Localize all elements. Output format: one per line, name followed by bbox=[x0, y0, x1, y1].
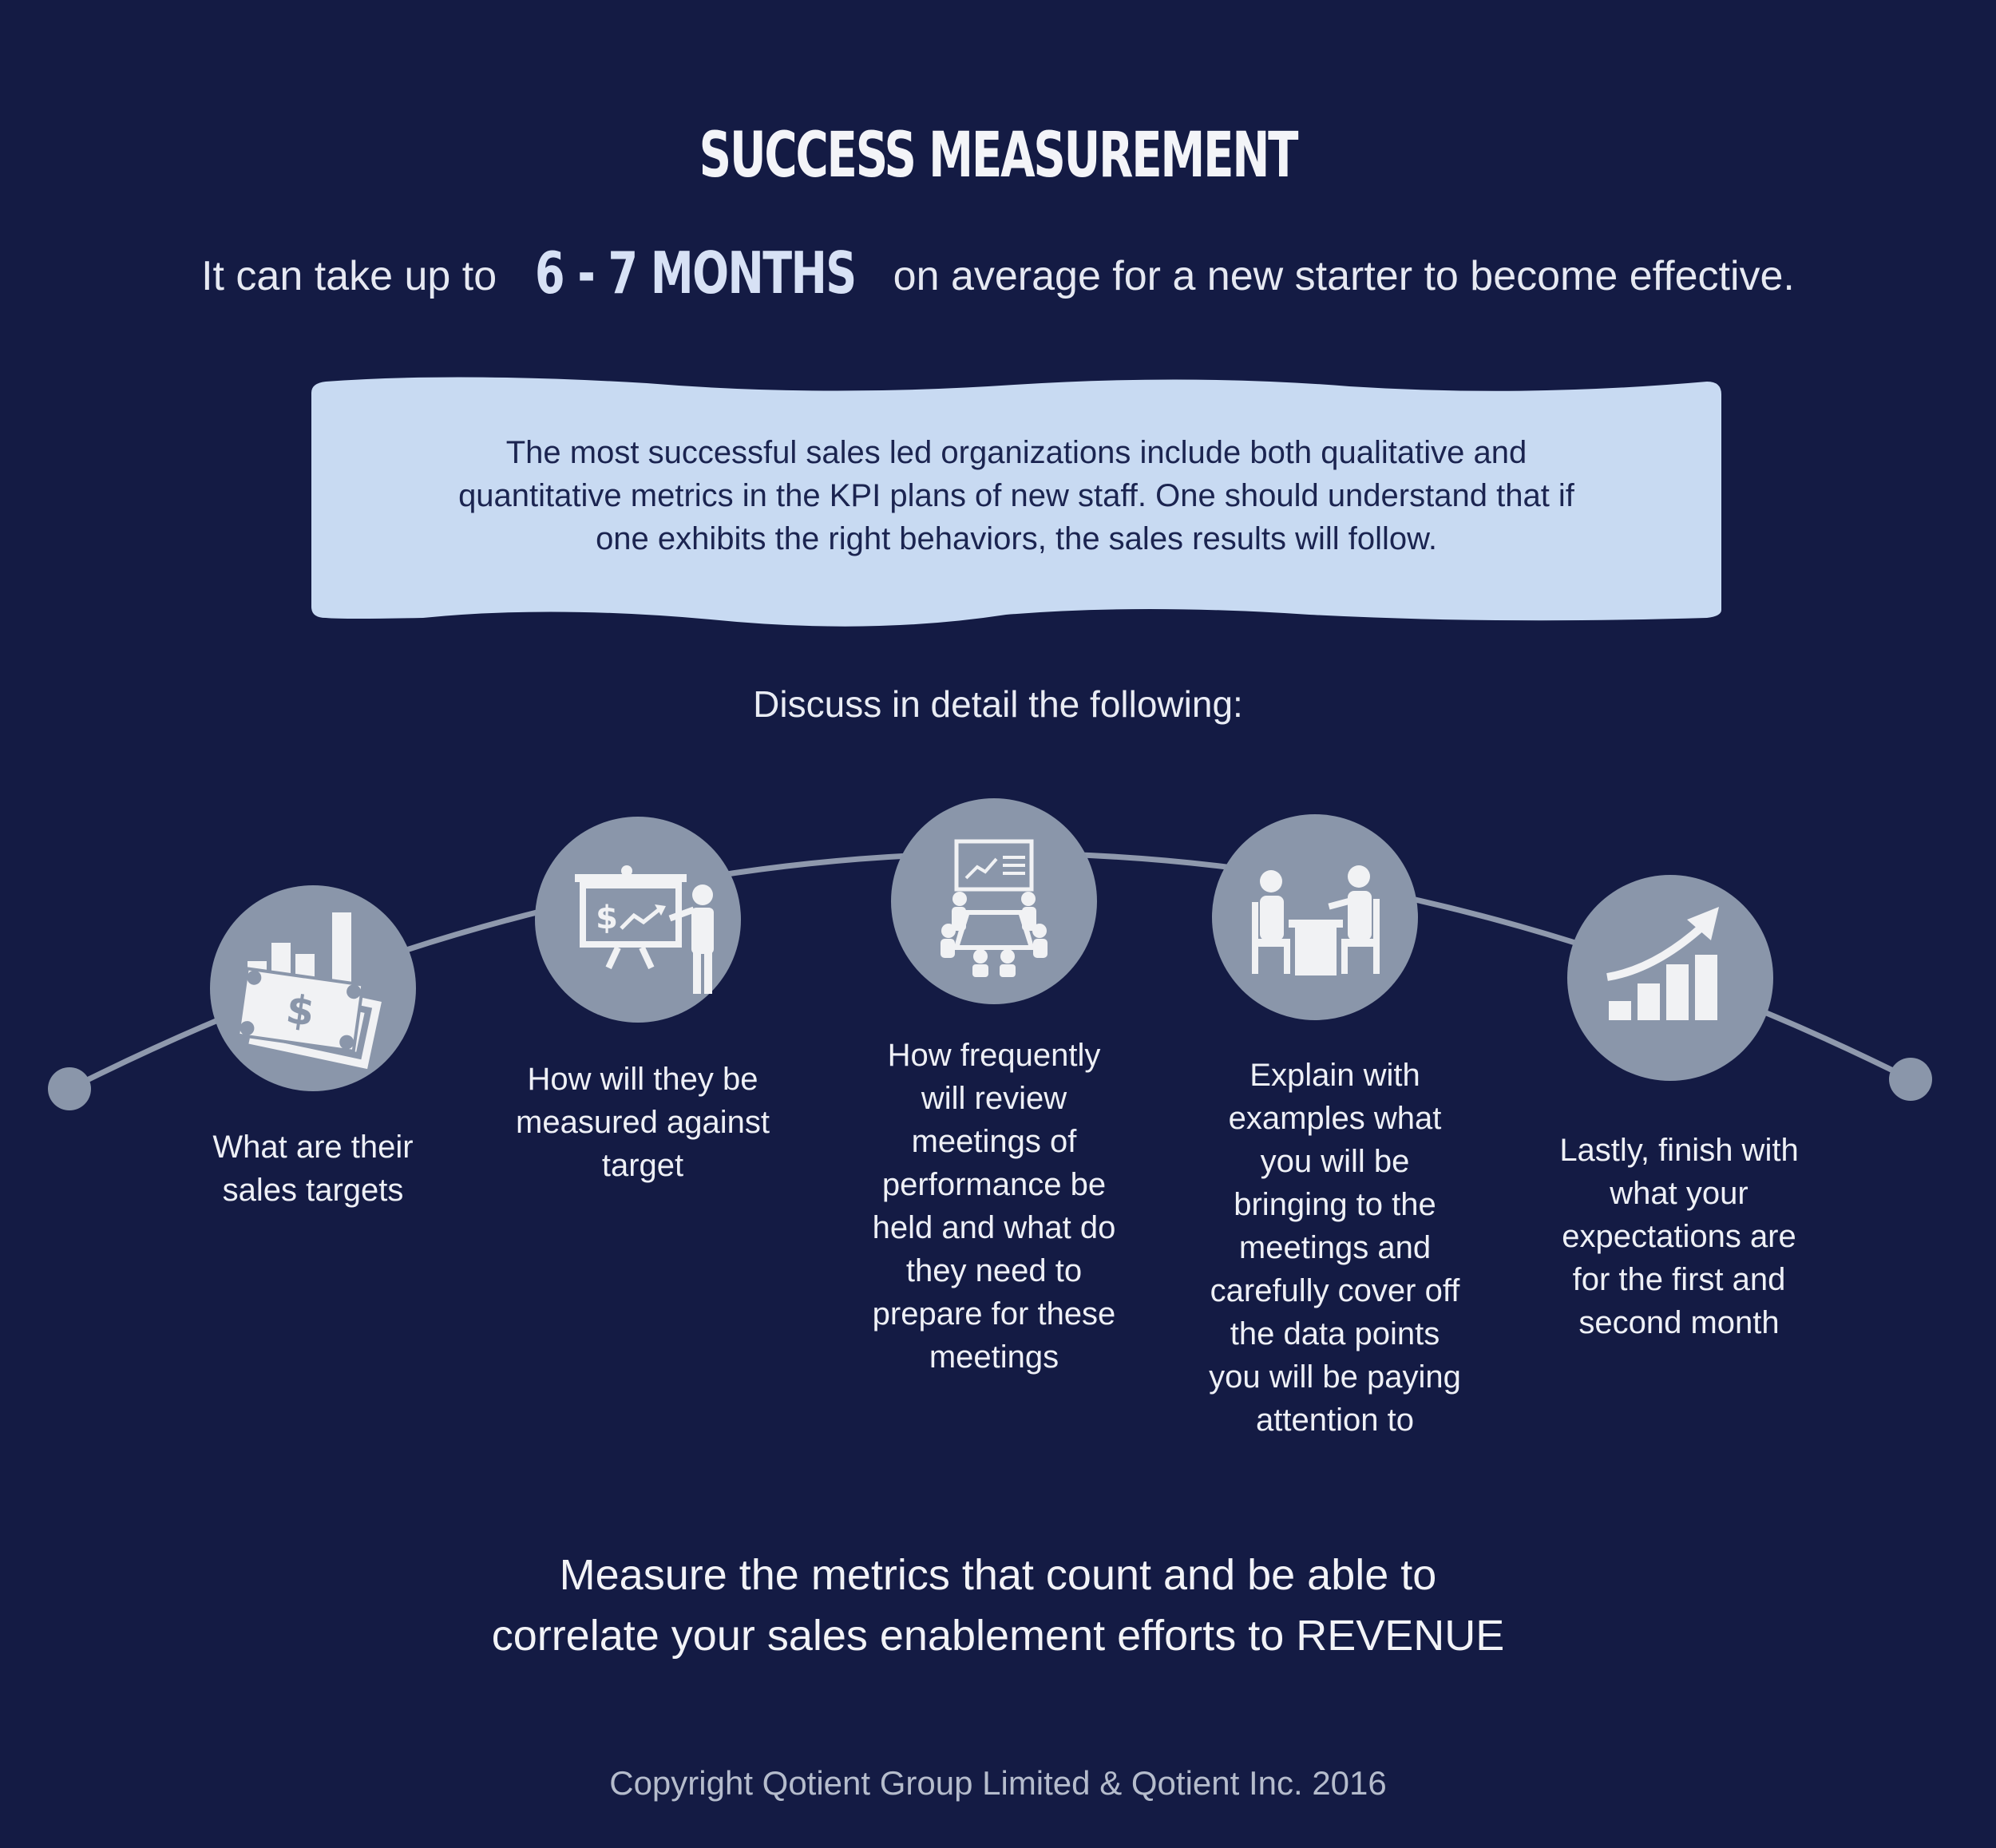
growth-chart-icon bbox=[1606, 907, 1719, 1020]
step-line: the data points bbox=[1230, 1316, 1440, 1351]
page-title: SUCCESS MEASUREMENT bbox=[699, 120, 1299, 192]
step-line: meetings and bbox=[1238, 1230, 1432, 1265]
step-line: you will be paying bbox=[1209, 1359, 1461, 1395]
note-box bbox=[311, 377, 1721, 627]
subtitle-before: It can take up to bbox=[201, 253, 497, 299]
step-line: Explain with bbox=[1249, 1058, 1420, 1093]
step-text: How frequently will review meetings of p… bbox=[814, 1034, 1174, 1379]
step-line: sales targets bbox=[222, 1173, 404, 1208]
step-line: second month bbox=[1578, 1305, 1780, 1340]
svg-text:$: $ bbox=[283, 986, 318, 1035]
step-line: What are their bbox=[212, 1130, 414, 1165]
step-line: performance be bbox=[881, 1167, 1107, 1202]
step-line: they need to bbox=[905, 1253, 1083, 1288]
step-circle bbox=[1212, 814, 1418, 1020]
step-line: target bbox=[601, 1148, 684, 1183]
step-line: attention to bbox=[1256, 1403, 1414, 1438]
step-line: for the first and bbox=[1572, 1262, 1786, 1297]
note-line: The most successful sales led organizati… bbox=[505, 435, 1527, 470]
subtitle-after: on average for a new starter to become e… bbox=[893, 253, 1795, 299]
step-line: expectations are bbox=[1562, 1219, 1796, 1254]
svg-text:$: $ bbox=[596, 900, 618, 936]
meeting-table-icon bbox=[941, 839, 1048, 977]
step-line: what your bbox=[1610, 1176, 1748, 1211]
step-line: Lastly, finish with bbox=[1559, 1133, 1799, 1168]
closing-statement: Measure the metrics that count and be ab… bbox=[0, 1545, 1996, 1666]
arc-start-dot bbox=[48, 1067, 91, 1110]
copyright-footer: Copyright Qotient Group Limited & Qotien… bbox=[609, 1764, 1387, 1802]
step-line: prepare for these bbox=[872, 1296, 1116, 1332]
step-line: How will they be bbox=[527, 1062, 758, 1097]
step-line: bringing to the bbox=[1234, 1187, 1436, 1222]
step-text: How will they be measured against target bbox=[463, 1058, 822, 1187]
arc-end-dot bbox=[1889, 1058, 1932, 1101]
step-line: meetings bbox=[929, 1340, 1059, 1375]
presentation-dollar-icon: $ bbox=[575, 865, 714, 994]
step-line: will review bbox=[921, 1081, 1067, 1116]
closing-line: correlate your sales enablement efforts … bbox=[491, 1612, 1505, 1660]
note-line: quantitative metrics in the KPI plans of… bbox=[458, 478, 1574, 513]
step-line: carefully cover off bbox=[1210, 1273, 1460, 1308]
note-text: The most successful sales led organizati… bbox=[359, 431, 1673, 560]
step-line: examples what bbox=[1228, 1101, 1442, 1136]
step-text: Lastly, finish with what your expectatio… bbox=[1499, 1129, 1859, 1344]
subtitle-highlight: 6 - 7 MONTHS bbox=[534, 239, 857, 307]
step-circle: $ bbox=[535, 817, 741, 1023]
step-line: held and what do bbox=[872, 1210, 1116, 1245]
step-line: meetings of bbox=[911, 1124, 1077, 1159]
lead-text: Discuss in detail the following: bbox=[753, 683, 1243, 725]
step-circle: $ bbox=[210, 885, 416, 1091]
step-text: Explain with examples what you will be b… bbox=[1155, 1054, 1515, 1442]
note-line: one exhibits the right behaviors, the sa… bbox=[596, 521, 1437, 556]
step-line: How frequently bbox=[887, 1038, 1101, 1073]
step-circle bbox=[891, 798, 1097, 1004]
step-line: measured against bbox=[516, 1105, 770, 1140]
closing-line: Measure the metrics that count and be ab… bbox=[559, 1551, 1437, 1599]
step-circle bbox=[1567, 875, 1773, 1081]
subtitle: It can take up to 6 - 7 MONTHS on averag… bbox=[0, 239, 1996, 307]
step-text: What are their sales targets bbox=[133, 1126, 493, 1212]
two-people-desk-icon bbox=[1252, 865, 1380, 975]
money-chart-icon: $ bbox=[236, 912, 382, 1070]
step-line: you will be bbox=[1260, 1144, 1410, 1179]
